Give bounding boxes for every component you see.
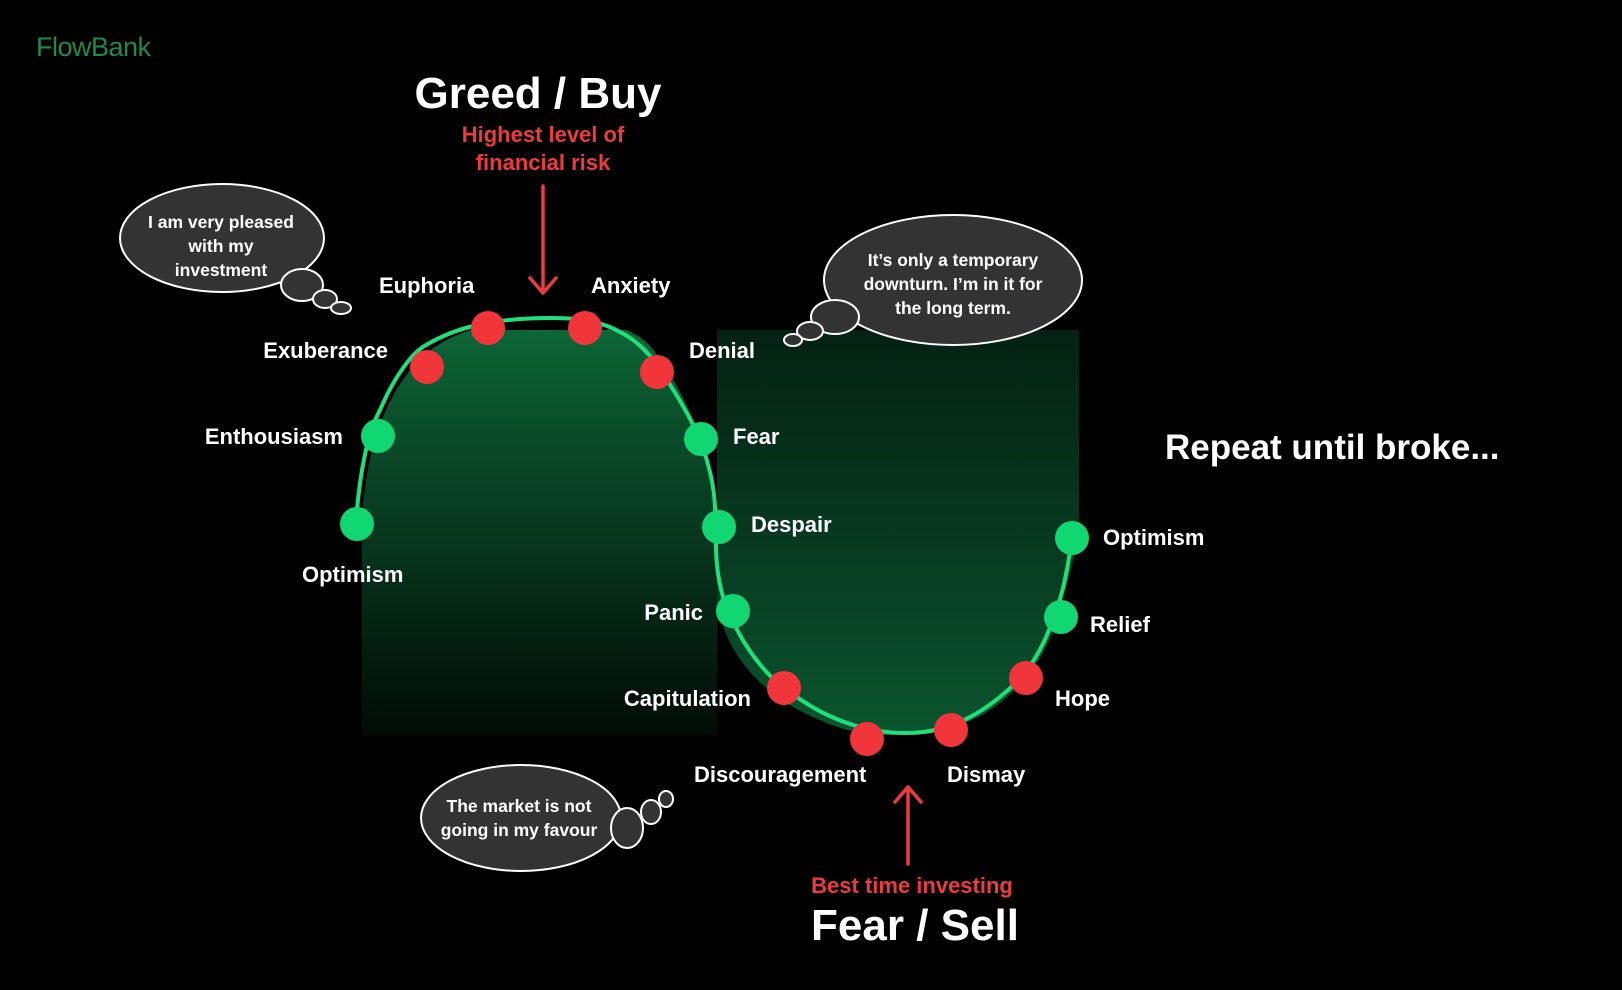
bubble-pleased-line1: I am very pleased [148,212,294,232]
shade-left [362,330,717,735]
greed-buy-title: Greed / Buy [415,69,662,118]
shade-mask-bottom [717,540,1079,737]
stage-dot-optimism-end [1055,521,1089,555]
bubble-pleased-line3: investment [175,260,268,280]
best-time-subtitle: Best time investing [811,873,1013,898]
stage-dot-denial [640,355,674,389]
stage-labels: Optimism Enthousiasm Exuberance Euphoria… [205,273,1205,787]
stage-label-panic: Panic [644,600,703,625]
stage-dot-hope [1009,661,1043,695]
stage-label-despair: Despair [751,512,832,537]
bubble-temporary-line3: the long term. [895,298,1011,318]
thought-bubble-pleased: I am very pleased with my investment [119,183,352,315]
stage-label-enthousiasm: Enthousiasm [205,424,343,449]
stage-label-hope: Hope [1055,686,1110,711]
flowbank-logo: FlowBank [36,32,152,62]
stage-dot-capitulation [767,671,801,705]
stage-label-capitulation: Capitulation [624,686,751,711]
bubble-temporary-line2: downturn. I’m in it for [864,274,1043,294]
risk-subtitle-line1: Highest level of [462,122,625,147]
cycle-curve [354,315,1074,736]
bubble-temporary-line1: It’s only a temporary [868,250,1039,270]
up-arrow-icon [893,785,923,866]
bubble-pleased-line2: with my [187,236,253,256]
down-arrow-icon [528,184,558,295]
stage-label-fear: Fear [733,424,780,449]
fear-sell-title: Fear / Sell [811,901,1019,950]
shade-mask-top [362,320,717,520]
stage-label-denial: Denial [689,338,755,363]
thought-bubble-temporary: It’s only a temporary downturn. I’m in i… [783,214,1083,347]
stage-label-optimism-end: Optimism [1103,525,1204,550]
stage-label-dismay: Dismay [947,762,1026,787]
repeat-text: Repeat until broke... [1165,428,1500,467]
stage-dot-optimism-start [340,507,374,541]
stage-dot-discouragement [850,722,884,756]
bubble-market-line2: going in my favour [441,820,598,840]
stage-label-anxiety: Anxiety [591,273,671,298]
stage-dot-enthousiasm [361,419,395,453]
stage-dot-panic [716,594,750,628]
stage-dots [340,311,1089,756]
risk-subtitle-line2: financial risk [476,150,611,175]
thought-bubble-market: The market is not going in my favour [420,764,674,872]
bubble-market-line1: The market is not [447,796,592,816]
stage-dot-relief [1044,600,1078,634]
stage-dot-fear [684,422,718,456]
stage-label-euphoria: Euphoria [379,273,475,298]
stage-dot-dismay [934,713,968,747]
stage-label-relief: Relief [1090,612,1151,637]
stage-label-discouragement: Discouragement [694,762,867,787]
stage-dot-euphoria [471,311,505,345]
stage-label-optimism-start: Optimism [302,562,403,587]
stage-dot-anxiety [568,311,602,345]
stage-dot-despair [702,510,736,544]
stage-label-exuberance: Exuberance [263,338,388,363]
stage-dot-exuberance [410,350,444,384]
